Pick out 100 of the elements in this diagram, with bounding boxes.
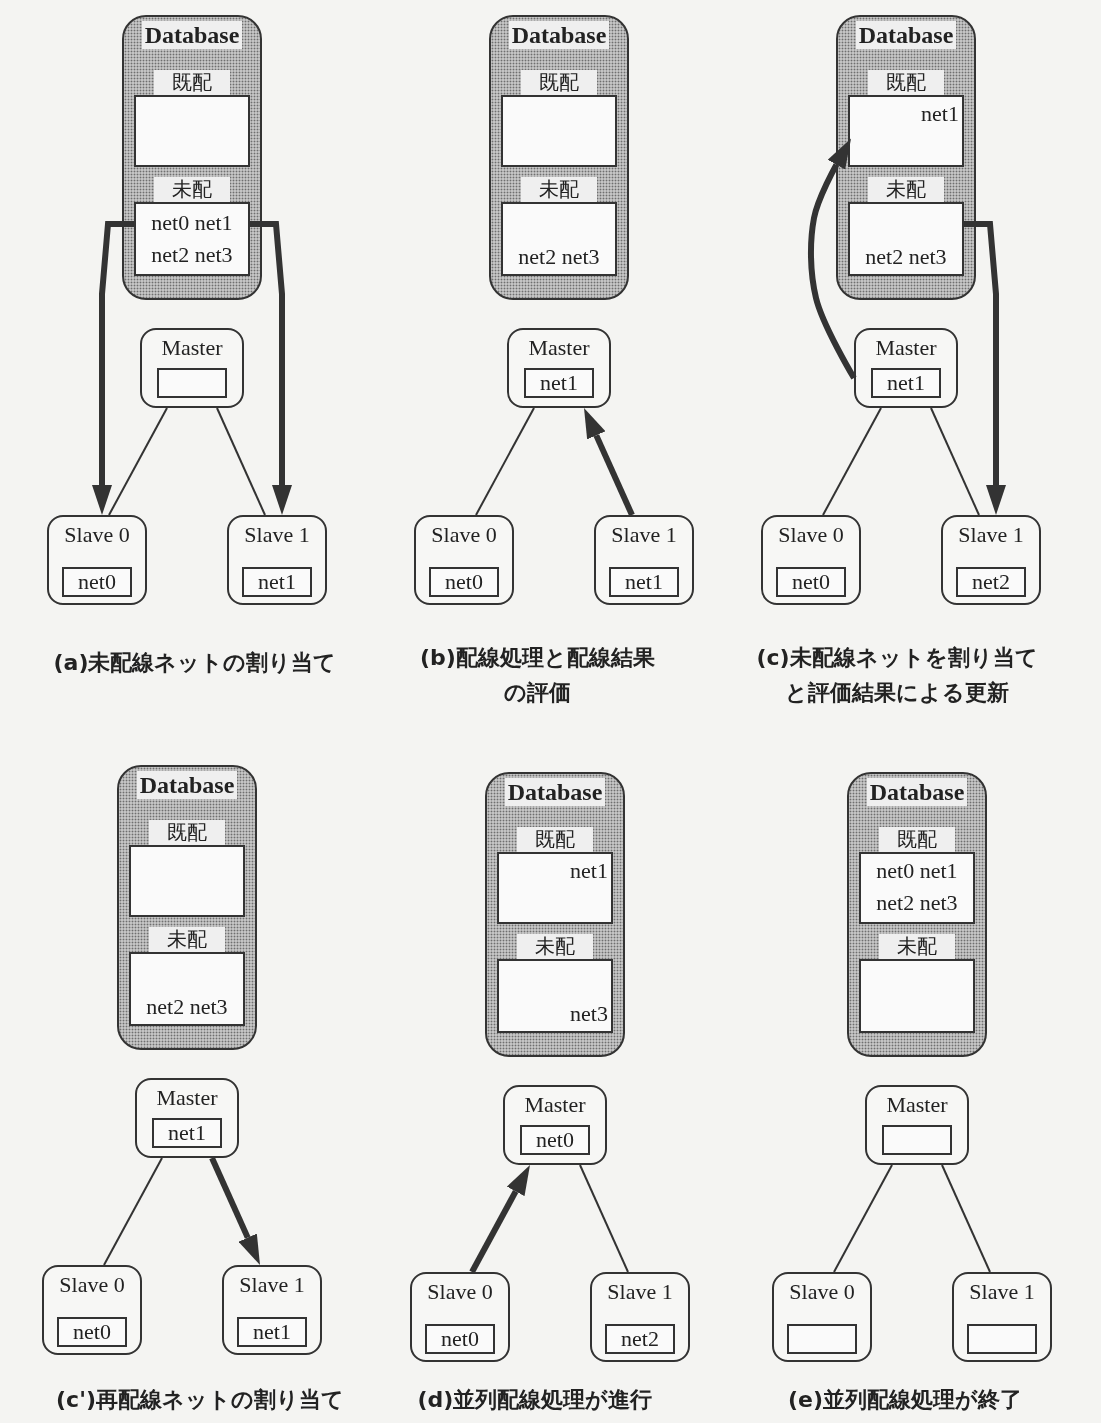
section-heading: 未配: [149, 927, 225, 952]
slave-box: [772, 1272, 872, 1362]
net-label: net1: [258, 569, 296, 595]
net-label: net0: [445, 569, 483, 595]
section-heading: 既配: [521, 70, 597, 95]
net-label: net1: [253, 1319, 291, 1345]
net-list-text: net1: [921, 100, 959, 128]
net-slot: [609, 567, 679, 597]
database-title: Database: [136, 771, 238, 799]
database-box: [485, 772, 625, 1057]
section-heading: 既配: [154, 70, 230, 95]
net-slot: [605, 1324, 675, 1354]
thick-arrow: [584, 408, 635, 517]
node-title: Master: [528, 335, 590, 361]
figure-caption: (d)並列配線処理が進行: [416, 1386, 654, 1414]
node-title: Slave 1: [611, 522, 677, 548]
net-slot: [242, 567, 312, 597]
net-label: net0: [441, 1326, 479, 1352]
net-slot: [157, 368, 227, 398]
net-list-text: net1: [570, 857, 608, 885]
node-title: Master: [156, 1085, 218, 1111]
node-title: Master: [875, 335, 937, 361]
connector-line: [941, 1164, 991, 1273]
node-title: Slave 0: [64, 522, 130, 548]
node-title: Slave 1: [969, 1279, 1035, 1305]
net-list-text: net0 net1 net2 net3: [875, 857, 959, 917]
section-heading: 未配: [868, 177, 944, 202]
thick-arrow: [808, 138, 857, 380]
connector-line: [579, 1164, 629, 1273]
slave-box: [761, 515, 861, 605]
net-list-text: net2 net3: [518, 243, 600, 272]
net-slot: [152, 1118, 222, 1148]
database-title: Database: [508, 21, 610, 49]
master-box: [135, 1078, 239, 1158]
net-list-text: net0 net1 net2 net3: [150, 209, 234, 269]
figure-caption: (a)未配線ネットの割り当て: [52, 649, 338, 677]
figure-caption: (b)配線処理と配線結果の評価: [419, 644, 656, 708]
database-box: [847, 772, 987, 1057]
connector-line: [833, 1164, 893, 1273]
slave-box: [941, 515, 1041, 605]
connector-line: [216, 407, 266, 516]
net-slot: [882, 1125, 952, 1155]
database-title: Database: [141, 21, 243, 49]
net-slot: [520, 1125, 590, 1155]
slave-box: [47, 515, 147, 605]
net-list-text: net3: [570, 1000, 608, 1029]
section-heading: 未配: [154, 177, 230, 202]
database-box: [489, 15, 629, 300]
slave-box: [42, 1265, 142, 1355]
slave-box: [594, 515, 694, 605]
net-slot: [871, 368, 941, 398]
connector-line: [475, 407, 535, 516]
connector-line: [822, 407, 882, 516]
thick-arrow: [250, 221, 292, 515]
connector-line: [103, 1157, 163, 1266]
slave-box: [590, 1272, 690, 1362]
section-heading: 未配: [517, 934, 593, 959]
net-label: net0: [78, 569, 116, 595]
slave-box: [222, 1265, 322, 1355]
section-heading: 既配: [149, 820, 225, 845]
database-box: [117, 765, 257, 1050]
net-label: net0: [792, 569, 830, 595]
node-title: Slave 1: [958, 522, 1024, 548]
node-title: Slave 0: [431, 522, 497, 548]
net-label: net2: [621, 1326, 659, 1352]
master-box: [865, 1085, 969, 1165]
net-slot: [787, 1324, 857, 1354]
slave-box: [227, 515, 327, 605]
net-list-text: net2 net3: [146, 993, 228, 1022]
database-box: [836, 15, 976, 300]
thick-arrow: [92, 221, 134, 515]
node-title: Slave 1: [607, 1279, 673, 1305]
database-title: Database: [855, 21, 957, 49]
net-label: net2: [972, 569, 1010, 595]
master-box: [140, 328, 244, 408]
figure-caption: (c)未配線ネットを割り当てと評価結果による更新: [755, 644, 1039, 708]
thick-arrow: [209, 1156, 260, 1265]
connector-line: [930, 407, 980, 516]
net-slot: [425, 1324, 495, 1354]
section-heading: 既配: [879, 827, 955, 852]
master-box: [854, 328, 958, 408]
net-slot: [776, 567, 846, 597]
net-label: net0: [73, 1319, 111, 1345]
database-box: [122, 15, 262, 300]
connector-line: [108, 407, 168, 516]
net-list-text: net2 net3: [865, 243, 947, 272]
slave-box: [410, 1272, 510, 1362]
master-box: [503, 1085, 607, 1165]
section-heading: 既配: [868, 70, 944, 95]
master-box: [507, 328, 611, 408]
net-label: net1: [625, 569, 663, 595]
net-label: net1: [887, 370, 925, 396]
database-title: Database: [866, 778, 968, 806]
database-title: Database: [504, 778, 606, 806]
slave-box: [414, 515, 514, 605]
thick-arrow: [469, 1165, 530, 1274]
node-title: Slave 0: [778, 522, 844, 548]
node-title: Slave 1: [244, 522, 310, 548]
net-slot: [237, 1317, 307, 1347]
node-title: Master: [161, 335, 223, 361]
